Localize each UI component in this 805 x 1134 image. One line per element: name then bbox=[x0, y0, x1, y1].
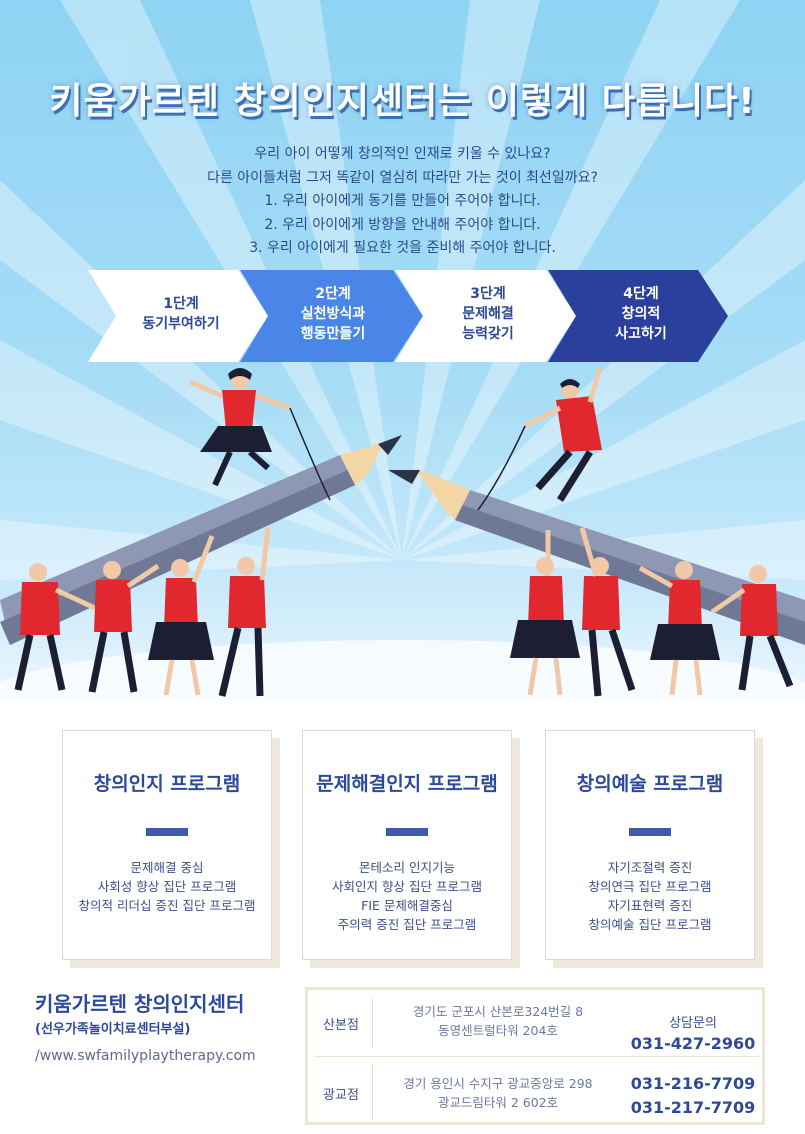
stage-text: 능력갖기 bbox=[462, 326, 514, 342]
stage-step: 2단계 bbox=[315, 286, 351, 302]
teamwork-illustration bbox=[0, 367, 805, 697]
phone-number-gwanggyo-1[interactable]: 031-216-7709 bbox=[630, 1074, 756, 1093]
divider bbox=[372, 998, 373, 1048]
stage-text: 창의적 bbox=[621, 306, 661, 322]
website-link[interactable]: /www.swfamilyplaytherapy.com bbox=[35, 1048, 256, 1064]
intro-text: 우리 아이 어떻게 창의적인 인재로 키울 수 있나요? 다른 아이들처럼 그저… bbox=[0, 143, 805, 261]
stage-text: 동기부여하기 bbox=[142, 316, 220, 332]
stage-label-3: 3단계 문제해결 능력갖기 bbox=[423, 284, 553, 344]
consultation-label: 상담문의 bbox=[669, 1016, 717, 1031]
branch-name-gwanggyo: 광교점 bbox=[323, 1088, 359, 1103]
stage-arrow-2 bbox=[240, 270, 423, 362]
stage-label-1: 1단계 동기부여하기 bbox=[116, 294, 246, 334]
supporters-right bbox=[510, 527, 794, 697]
stage-arrows: 1단계 동기부여하기 2단계 실천방식과 행동만들기 3단계 문제해결 능력갖기… bbox=[88, 270, 728, 362]
intro-line: 우리 아이 어떻게 창의적인 인재로 키울 수 있나요? bbox=[254, 146, 551, 162]
footer: 키움가르텐 창의인지센터 (선우가족놀이치료센터부설) /www.swfamil… bbox=[0, 980, 805, 1134]
branch-name-sanbon: 산본점 bbox=[323, 1018, 359, 1033]
address-line: 경기 용인시 수지구 광교중앙로 298 bbox=[403, 1076, 593, 1091]
stage-text: 문제해결 bbox=[462, 306, 514, 322]
program-item: 자기표현력 증진 bbox=[607, 898, 693, 913]
stage-label-4: 4단계 창의적 사고하기 bbox=[576, 284, 706, 344]
title-divider bbox=[146, 828, 188, 836]
contact-box: 산본점 경기도 군포시 산본로324번길 8 동영센트럴타워 204호 광교점 … bbox=[305, 987, 765, 1125]
intro-line: 다른 아이들처럼 그저 똑같이 열심히 따라만 가는 것이 최선일까요? bbox=[207, 169, 598, 186]
program-item: 창의적 리더십 증진 집단 프로그램 bbox=[78, 898, 256, 913]
program-item: 창의예술 집단 프로그램 bbox=[588, 917, 712, 932]
page-title: 키움가르텐 창의인지센터는 이렇게 다릅니다! bbox=[49, 81, 756, 122]
address-line: 광교드림타워 2 602호 bbox=[437, 1095, 559, 1110]
program-item: FIE 문제해결중심 bbox=[361, 898, 453, 913]
org-name: 키움가르텐 창의인지센터 bbox=[35, 992, 245, 1016]
address-line: 동영센트럴타워 204호 bbox=[438, 1023, 558, 1038]
intro-line: 3. 우리 아이에게 필요한 것을 준비해 주어야 합니다. bbox=[249, 240, 556, 256]
program-item: 자기조절력 증진 bbox=[607, 860, 693, 875]
program-card-problem-solving: 문제해결인지 프로그램 몬테소리 인지기능 사회인지 향상 집단 프로그램 FI… bbox=[302, 730, 512, 960]
stage-arrow-3 bbox=[395, 270, 576, 362]
left-pencil bbox=[0, 435, 402, 645]
branch-address-sanbon: 경기도 군포시 산본로324번길 8 동영센트럴타워 204호 bbox=[378, 1002, 618, 1040]
branch-address-gwanggyo: 경기 용인시 수지구 광교중앙로 298 광교드림타워 2 602호 bbox=[378, 1074, 618, 1112]
program-item: 문제해결 중심 bbox=[130, 860, 204, 875]
program-item: 주의력 증진 집단 프로그램 bbox=[337, 917, 477, 932]
hero-banner: 키움가르텐 창의인지센터는 이렇게 다릅니다! 우리 아이 어떻게 창의적인 인… bbox=[0, 0, 805, 700]
stage-text: 실천방식과 bbox=[300, 306, 366, 322]
program-title: 창의예술 프로그램 bbox=[576, 773, 724, 795]
stage-step: 4단계 bbox=[623, 286, 659, 302]
program-title: 창의인지 프로그램 bbox=[93, 773, 241, 795]
stage-text: 행동만들기 bbox=[300, 326, 366, 342]
stage-step: 3단계 bbox=[470, 286, 506, 302]
program-card-creative-arts: 창의예술 프로그램 자기조절력 증진 창의연극 집단 프로그램 자기표현력 증진… bbox=[545, 730, 755, 960]
phone-number-sanbon[interactable]: 031-427-2960 bbox=[630, 1034, 756, 1053]
program-item: 몬테소리 인지기능 bbox=[359, 860, 455, 875]
climber-right bbox=[477, 367, 603, 511]
climber-left bbox=[188, 368, 331, 501]
stage-arrow-4 bbox=[548, 270, 728, 362]
stage-step: 1단계 bbox=[163, 296, 199, 312]
title-divider bbox=[386, 828, 428, 836]
stage-arrow-1 bbox=[88, 270, 268, 362]
program-title: 문제해결인지 프로그램 bbox=[316, 773, 498, 795]
stage-label-2: 2단계 실천방식과 행동만들기 bbox=[268, 284, 398, 344]
stage-text: 사고하기 bbox=[615, 326, 667, 342]
program-cards: 창의인지 프로그램 문제해결 중심 사회성 향상 집단 프로그램 창의적 리더십… bbox=[0, 720, 805, 970]
program-item: 사회인지 향상 집단 프로그램 bbox=[332, 879, 482, 894]
program-card-creative-cognition: 창의인지 프로그램 문제해결 중심 사회성 향상 집단 프로그램 창의적 리더십… bbox=[62, 730, 272, 960]
intro-line: 2. 우리 아이에게 방향을 안내해 주어야 합니다. bbox=[264, 216, 541, 233]
stage-arrow-shapes bbox=[88, 270, 728, 362]
divider bbox=[314, 1056, 759, 1057]
supporters-left bbox=[14, 527, 271, 697]
program-item: 사회성 향상 집단 프로그램 bbox=[97, 879, 237, 894]
title-divider bbox=[629, 828, 671, 836]
address-line: 경기도 군포시 산본로324번길 8 bbox=[412, 1004, 584, 1019]
phone-number-gwanggyo-2[interactable]: 031-217-7709 bbox=[630, 1098, 756, 1117]
org-subtitle: (선우가족놀이치료센터부설) bbox=[35, 1022, 191, 1037]
divider bbox=[372, 1064, 373, 1120]
intro-line: 1. 우리 아이에게 동기를 만들어 주어야 합니다. bbox=[264, 193, 541, 209]
program-item: 창의연극 집단 프로그램 bbox=[588, 879, 712, 894]
